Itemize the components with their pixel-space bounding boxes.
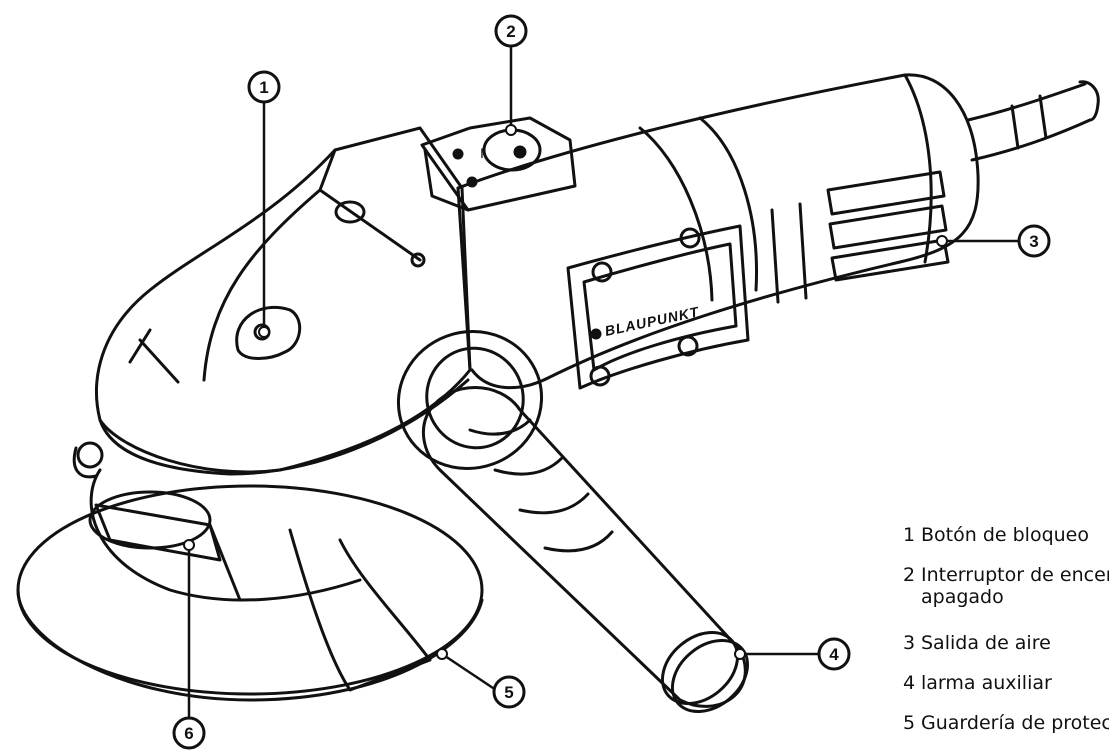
svg-text:1: 1 [259,78,268,97]
auxiliary-handle [396,330,750,713]
callout-6: 6 [172,716,206,750]
callout-5: 5 [492,675,526,709]
legend-item-number: 1 [903,524,916,546]
leader-markers [183,124,948,660]
legend-item-continuation: apagado [921,586,1004,608]
legend-item-number: 2 [903,564,916,586]
brand-panel: BLAUPUNKT [566,224,750,390]
switch-mark: I [480,145,484,161]
callout-4: 4 [817,637,851,671]
legend-item-number: 4 [903,672,916,694]
legend-item-label: Botón de bloqueo [921,524,1089,546]
air-vent [770,170,950,304]
legend-item-label: Interruptor de encendido/ [921,564,1109,586]
svg-text:3: 3 [1029,232,1038,251]
callout-2: 2 [494,14,528,48]
callout-3: 3 [1017,224,1051,258]
gear-head [95,126,472,476]
legend-item-label: Salida de aire [921,632,1051,654]
disc-guard [16,441,484,702]
legend-item-number: 5 [903,712,916,734]
callout-1: 1 [247,70,281,104]
legend-item-label: larma auxiliar [921,672,1052,694]
svg-text:4: 4 [829,645,839,664]
callout-leaders [187,45,1020,718]
svg-text:5: 5 [504,683,513,702]
legend-item-number: 3 [903,632,916,654]
svg-text:2: 2 [506,22,515,41]
svg-text:6: 6 [184,724,193,743]
switch-block: I [420,116,577,212]
power-cord [966,80,1100,162]
legend-item-label: Guardería de protección [921,712,1109,734]
